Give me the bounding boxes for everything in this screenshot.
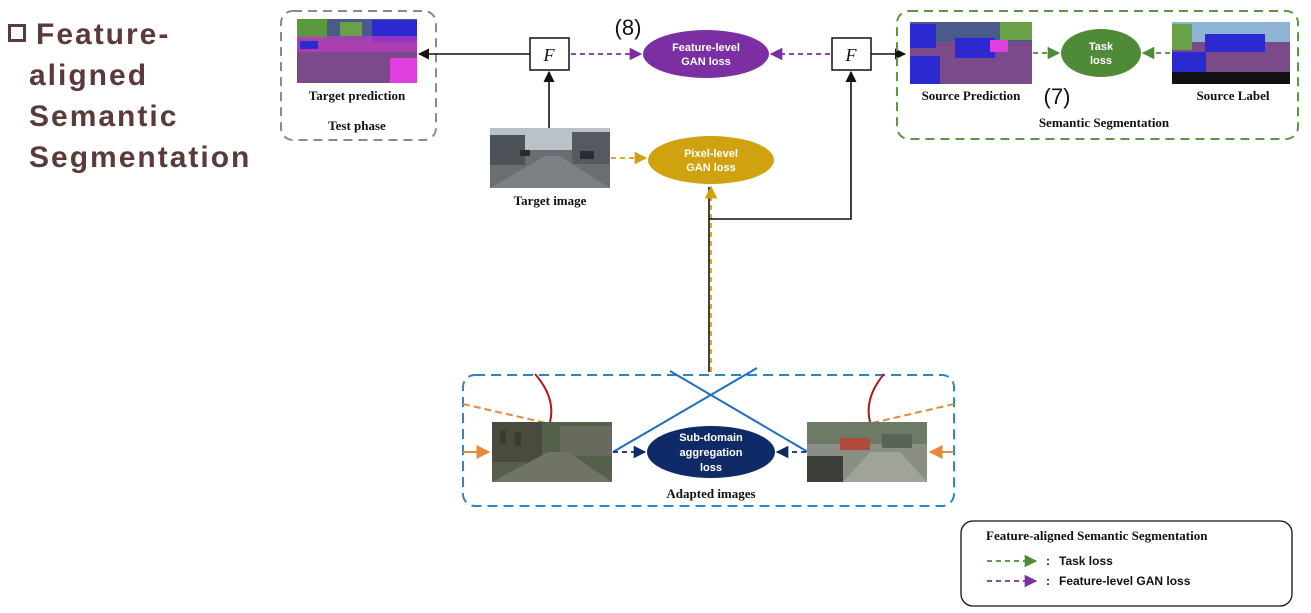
f-module-left bbox=[529, 37, 570, 71]
target-image bbox=[490, 128, 610, 188]
test-phase-box bbox=[280, 10, 437, 141]
legend-box bbox=[960, 520, 1293, 607]
task-loss-line1: Task bbox=[1089, 41, 1114, 53]
task-loss-line2: loss bbox=[1090, 55, 1112, 67]
adapted-images-box bbox=[462, 374, 955, 507]
title-line-1: Feature- bbox=[8, 14, 268, 55]
adapted-image-right bbox=[807, 422, 927, 482]
legend-separator-1: : bbox=[1046, 554, 1050, 568]
red-arc-left bbox=[534, 373, 553, 423]
test-phase-label: Test phase bbox=[328, 118, 386, 133]
orange-dashed-left bbox=[462, 403, 547, 424]
equation-ref-8: (8) bbox=[615, 15, 642, 40]
source-label-image bbox=[1172, 22, 1290, 84]
pixel-gan-loss-line2: GAN loss bbox=[686, 162, 736, 174]
task-loss-node bbox=[1061, 29, 1141, 77]
pixel-gan-loss-node bbox=[648, 136, 774, 184]
f-module-right-label: F bbox=[845, 45, 858, 65]
semantic-segmentation-box bbox=[896, 10, 1299, 140]
subdomain-loss-line1: Sub-domain bbox=[679, 432, 743, 444]
hollow-square-icon bbox=[8, 24, 26, 42]
title-line-4: Segmentation bbox=[29, 141, 252, 174]
f-module-left-label: F bbox=[543, 45, 556, 65]
title-line-2: aligned bbox=[29, 59, 149, 92]
subdomain-loss-line3: loss bbox=[700, 462, 722, 474]
legend-title: Feature-aligned Semantic Segmentation bbox=[986, 528, 1208, 543]
legend-separator-2: : bbox=[1046, 574, 1050, 588]
orange-dashed-right bbox=[871, 403, 955, 424]
target-prediction-image bbox=[297, 19, 417, 83]
target-prediction-label: Target prediction bbox=[309, 88, 406, 103]
f-module-right bbox=[831, 37, 872, 71]
source-label-label: Source Label bbox=[1196, 88, 1269, 103]
adapted-image-left bbox=[492, 422, 612, 482]
cross-line-b bbox=[612, 367, 758, 453]
target-image-label: Target image bbox=[514, 193, 587, 208]
equation-ref-7: (7) bbox=[1044, 84, 1071, 109]
source-prediction-label: Source Prediction bbox=[922, 88, 1022, 103]
legend-feature-gan-label: Feature-level GAN loss bbox=[1059, 574, 1191, 588]
feature-gan-loss-line2: GAN loss bbox=[681, 56, 731, 68]
cross-line-a bbox=[669, 370, 809, 453]
subdomain-aggregation-loss-node bbox=[647, 426, 775, 478]
semantic-segmentation-title: Semantic Segmentation bbox=[1039, 115, 1170, 130]
title-line-3: Semantic bbox=[29, 100, 179, 133]
subdomain-loss-line2: aggregation bbox=[680, 447, 743, 459]
arrow-adapted-to-f-right bbox=[709, 70, 857, 220]
slide-title: Feature- aligned Semantic Segmentation bbox=[8, 14, 268, 178]
feature-gan-loss-node bbox=[643, 30, 769, 78]
pixel-gan-loss-line1: Pixel-level bbox=[684, 148, 738, 160]
feature-gan-loss-line1: Feature-level bbox=[672, 42, 740, 54]
legend-task-loss-label: Task loss bbox=[1059, 554, 1113, 568]
adapted-images-title: Adapted images bbox=[666, 486, 755, 501]
red-arc-right bbox=[867, 373, 885, 423]
source-prediction-image bbox=[910, 22, 1032, 84]
